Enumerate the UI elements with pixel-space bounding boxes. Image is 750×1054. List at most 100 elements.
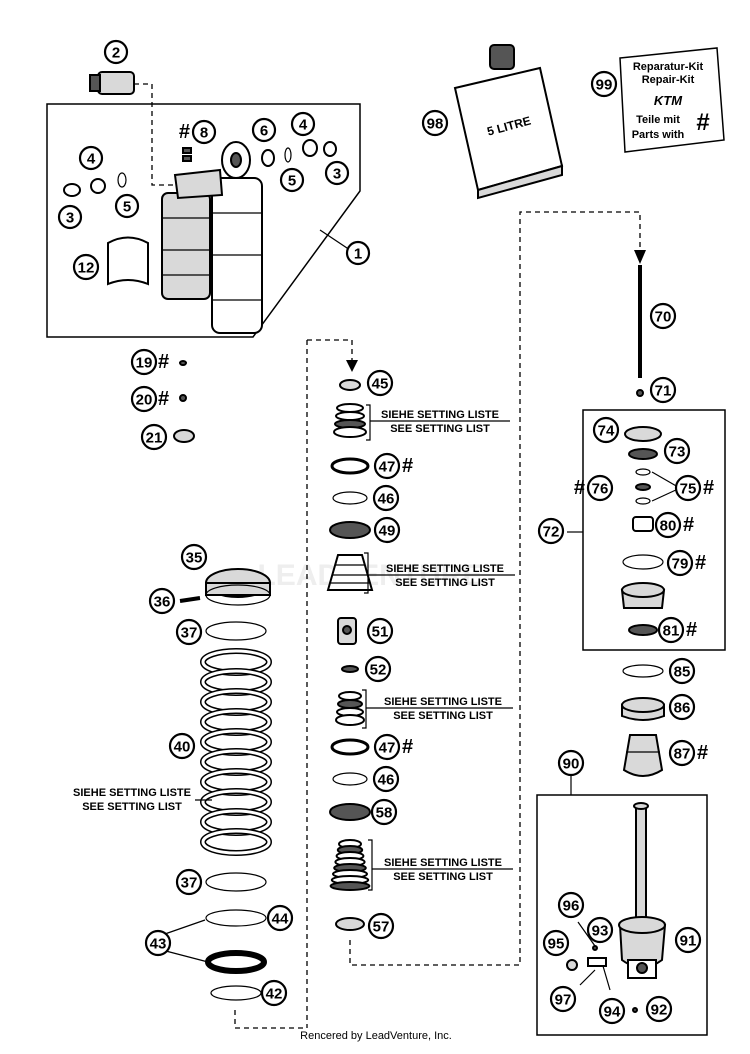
callout-6: 6 (251, 117, 277, 143)
callout-number: 40 (174, 739, 191, 756)
callout-number: 99 (596, 77, 613, 94)
hash-marker: # (179, 121, 190, 143)
callout-98: 98 (421, 109, 449, 137)
setting-note-line2: SEE SETTING LIST (393, 710, 493, 722)
callout-93: 93 (586, 916, 614, 944)
callout-46b: 46 (372, 765, 400, 793)
callout-8: 8# (179, 119, 217, 145)
callout-number: 5 (288, 173, 296, 190)
setting-note-line2: SEE SETTING LIST (82, 801, 182, 813)
part-21-shape (173, 429, 195, 443)
callout-number: 44 (272, 911, 289, 928)
callout-number: 76 (592, 481, 609, 498)
piston-rod-stack (234, 211, 646, 1029)
callout-number: 97 (555, 992, 572, 1009)
callout-46a: 46 (372, 484, 400, 512)
oil-can-part: 5 LITRE (453, 44, 564, 200)
callout-5b: 5 (279, 167, 305, 193)
callout-number: 45 (372, 376, 389, 393)
callout-number: 47 (379, 740, 396, 757)
callout-3b: 3 (324, 160, 350, 186)
callout-number: 98 (427, 116, 444, 133)
hash-marker: # (695, 552, 706, 574)
callout-number: 3 (333, 166, 341, 183)
callout-75: 75 # (674, 474, 714, 502)
callout-37b: 37 (175, 868, 203, 896)
callout-4b: 4 (290, 111, 316, 137)
callout-number: 37 (181, 875, 198, 892)
callout-number: 87 (674, 746, 691, 763)
callout-99: 99 (590, 70, 618, 98)
callout-44: 44 (266, 904, 294, 932)
callout-number: 2 (112, 45, 120, 62)
part-20-shape (179, 394, 187, 402)
setting-note-line2: SEE SETTING LIST (395, 577, 495, 589)
callout-96: 96 (557, 891, 585, 919)
callout-number: 86 (674, 700, 691, 717)
screw-plug-part (89, 71, 175, 186)
hash-marker: # (402, 455, 413, 477)
hash-marker: # (686, 619, 697, 641)
callout-85: 85 (668, 657, 696, 685)
callout-92: 92 (645, 995, 673, 1023)
callout-3a: 3 (57, 204, 83, 230)
kit-hash-symbol: # (696, 109, 709, 136)
callout-number: 1 (354, 246, 362, 263)
callout-number: 93 (592, 923, 609, 940)
callout-43: 43 (144, 929, 172, 957)
callout-number: 85 (674, 664, 691, 681)
callout-number: 20 (136, 392, 153, 409)
callout-number: 52 (370, 662, 387, 679)
callout-number: 70 (655, 309, 672, 326)
callout-number: 47 (379, 459, 396, 476)
callout-number: 79 (672, 556, 689, 573)
callout-number: 37 (181, 625, 198, 642)
callout-35: 35 (180, 543, 208, 571)
callout-5a: 5 (114, 193, 140, 219)
callout-number: 6 (260, 123, 268, 140)
callout-97: 97 (549, 985, 577, 1013)
callout-number: 36 (154, 594, 171, 611)
callout-number: 80 (660, 518, 677, 535)
callout-19: 19# (130, 348, 169, 376)
callout-95: 95 (542, 929, 570, 957)
callout-number: 46 (378, 772, 395, 789)
callout-number: 5 (123, 199, 131, 216)
repair-kit-card: Reparatur-Kit Repair-Kit KTM Teile mit P… (619, 47, 725, 153)
hash-marker: # (703, 477, 714, 499)
callout-labels: 1233445568#1219#20#213536373740424344454… (57, 39, 714, 1025)
callout-70: 70 (649, 302, 677, 330)
callout-number: 4 (299, 117, 308, 134)
callout-2: 2 (103, 39, 129, 65)
hash-marker: # (158, 351, 169, 373)
callout-42: 42 (260, 979, 288, 1007)
callout-90: 90 (557, 749, 585, 777)
setting-note-line1: SIEHE SETTING LISTE (381, 409, 499, 421)
callout-94: 94 (598, 997, 626, 1025)
callout-number: 35 (186, 550, 203, 567)
kit-line1: Reparatur-Kit (633, 61, 704, 73)
spring-group (161, 568, 272, 1001)
callout-4a: 4 (78, 145, 104, 171)
callout-number: 92 (651, 1002, 668, 1019)
callout-number: 75 (680, 481, 697, 498)
callout-79: 79 # (666, 549, 706, 577)
callout-number: 57 (373, 919, 390, 936)
callout-86: 86 (668, 693, 696, 721)
callout-80: 80# (654, 511, 694, 539)
callout-71: 71 (649, 376, 677, 404)
hash-marker: # (402, 736, 413, 758)
callout-number: 73 (669, 444, 686, 461)
callout-40: 40 (168, 732, 196, 760)
callout-number: 58 (376, 805, 393, 822)
callout-76: 76# (574, 474, 614, 502)
callout-number: 90 (563, 756, 580, 773)
callout-91: 91 (674, 926, 702, 954)
